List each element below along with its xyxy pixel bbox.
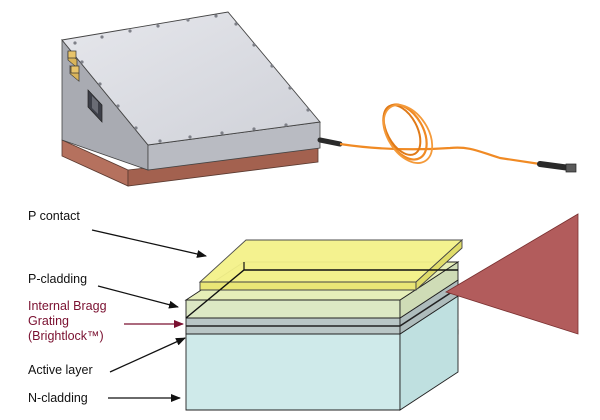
p-contact-front: [199, 281, 417, 291]
screw-icons: [73, 14, 310, 143]
callout-arrows: [91, 229, 207, 402]
fiber-pigtail-icon: [317, 103, 577, 173]
p-contact-arrow: [91, 229, 207, 258]
bragg-grating-label-line2: Grating: [28, 314, 69, 328]
bragg-grating-label-line1: Internal Bragg: [28, 299, 107, 313]
p-cladding-front: [185, 299, 401, 319]
bragg-grating-label-line3: (Brightlock™): [28, 329, 104, 343]
electrical-connector-icon: [67, 50, 103, 123]
n-cladding-front: [185, 333, 401, 411]
active-layer-label: Active layer: [28, 363, 93, 377]
p-contact-side: [415, 238, 463, 292]
laser-chip-diagram: [184, 213, 579, 411]
laser-module-icon: [61, 11, 577, 187]
emitted-beam: [445, 213, 579, 335]
p-cladding-arrow: [97, 285, 179, 309]
p-cladding-label: P-cladding: [28, 272, 88, 286]
active-layer-arrow: [109, 337, 186, 373]
p-contact-label: P contact: [28, 209, 80, 223]
n-cladding-label: N-cladding: [28, 391, 88, 405]
